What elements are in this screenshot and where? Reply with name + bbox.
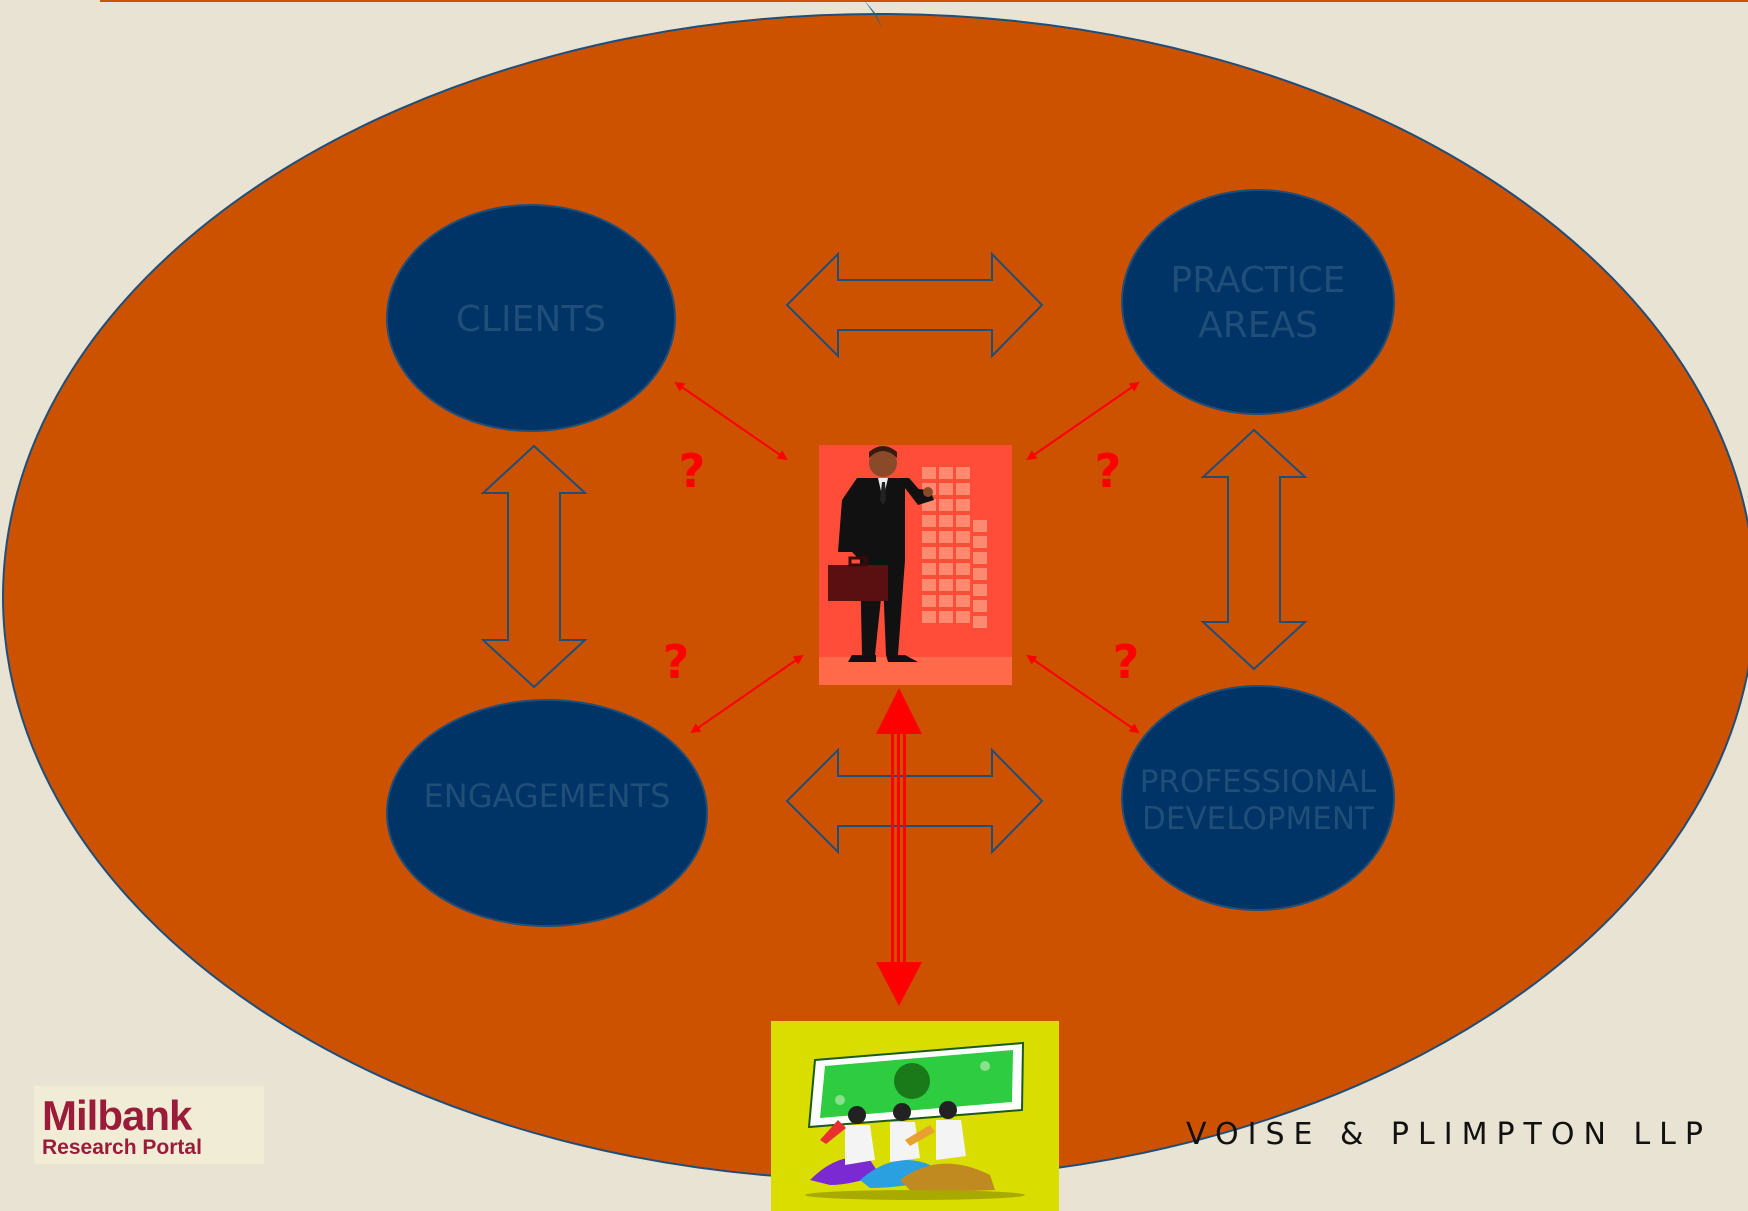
professional-development-label-line1: PROFESSIONAL [1140,764,1377,800]
practice-areas-label-line2: AREAS [1198,305,1318,346]
development-person-arrow [1026,654,1140,734]
clients-label: CLIENTS [456,299,606,340]
clients-practice-double-arrow [785,251,1044,359]
building-windows [922,467,987,628]
clients-node: CLIENTS [386,204,676,432]
businessman-image [819,445,1012,685]
firm-name-text: VOISE & PLIMPTON LLP [1186,1117,1712,1152]
question-mark-bottom-left: ? [663,635,690,689]
professional-development-label-line2: DEVELOPMENT [1142,801,1375,837]
money-people-image [771,1021,1059,1211]
logo-line1: Milbank [42,1092,192,1139]
engagements-label: ENGAGEMENTS [424,777,671,815]
clients-person-arrow [674,381,788,461]
practice-areas-node: PRACTICE AREAS [1121,189,1395,415]
question-mark-top-left: ? [679,444,706,498]
practice-areas-label-line1: PRACTICE [1171,260,1346,301]
practice-person-arrow [1026,381,1140,461]
logo-line2: Research Portal [42,1136,202,1159]
question-mark-bottom-right: ? [1113,635,1140,689]
clients-engagements-double-arrow [480,444,588,689]
engagements-node: ENGAGEMENTS [386,699,708,927]
milbank-logo: Milbank Research Portal [34,1086,264,1164]
engagements-development-double-arrow [785,747,1044,855]
practice-development-double-arrow [1200,428,1308,671]
person-money-arrow [876,688,922,1006]
question-mark-top-right: ? [1095,444,1122,498]
engagements-person-arrow [690,654,804,734]
professional-development-node: PROFESSIONAL DEVELOPMENT [1121,685,1395,911]
